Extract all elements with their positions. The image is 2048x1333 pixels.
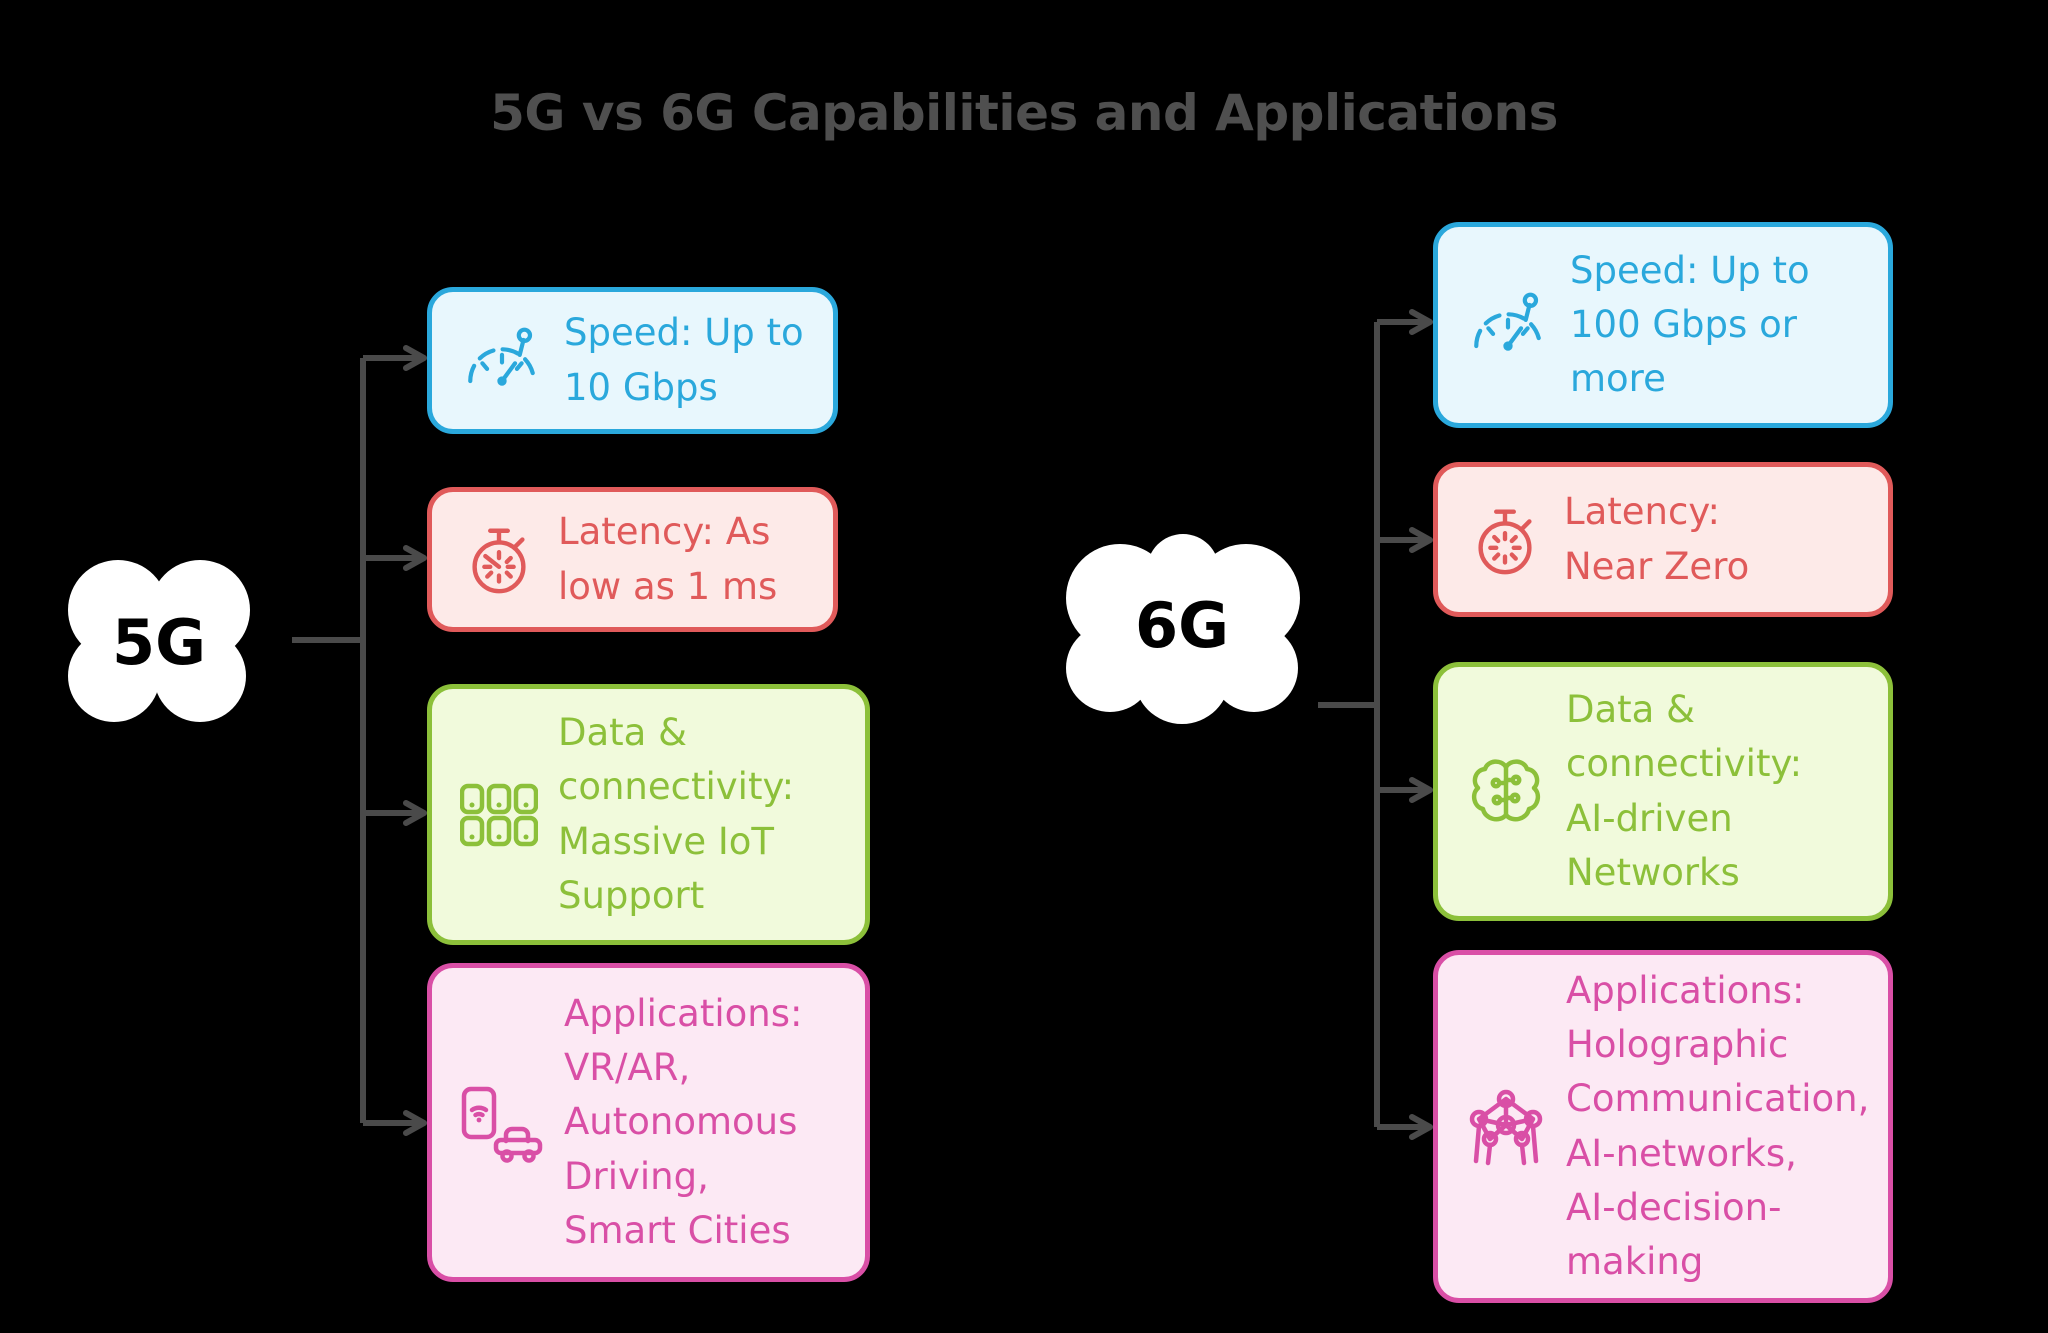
5g-applications-text: Applications: VR/AR, Autonomous Driving,… [564,992,803,1252]
6g-latency-text: Latency: Near Zero [1564,490,1750,588]
5g-cloud-shape [68,560,250,722]
5g-latency-card: Latency: As low as 1 ms [427,487,838,632]
6g-speed-text: Speed: Up to 100 Gbps or more [1570,248,1810,400]
stopwatch-icon [1478,509,1532,574]
6g-applications-text: Applications: Holographic Communication,… [1566,969,1870,1283]
timer-icon [472,528,526,593]
6g-cloud-label: 6G [1134,588,1230,662]
iot-devices-icon [460,783,538,846]
5g-latency-text: Latency: As low as 1 ms [558,510,778,608]
6g-applications-card: Applications: Holographic Communication,… [1433,950,1893,1303]
5g-cloud-node: 5G [48,546,270,738]
5g-speed-card: Speed: Up to 10 Gbps [427,287,838,434]
6g-speed-card: Speed: Up to 100 Gbps or more [1433,222,1893,428]
page-title: 5G vs 6G Capabilities and Applications [490,84,1558,142]
6g-cloud-node: 6G [1046,516,1318,734]
6g-latency-card: Latency: Near Zero [1433,462,1893,617]
6g-data-card: Data & connectivity: AI-driven Networks [1433,662,1893,921]
speedometer-icon [1474,292,1542,351]
6g-cloud-shape [1066,534,1300,724]
5g-speed-text: Speed: Up to 10 Gbps [564,311,804,409]
network-nodes-icon [1469,1089,1543,1165]
brain-icon [1471,758,1541,821]
5g-data-card: Data & connectivity: Massive IoT Support [427,684,870,945]
speedometer-icon [468,327,536,386]
6g-data-text: Data & connectivity: AI-driven Networks [1566,688,1803,894]
5g-cloud-label: 5G [111,605,207,679]
5g-applications-card: Applications: VR/AR, Autonomous Driving,… [427,963,870,1282]
phone-car-icon [461,1086,543,1163]
5g-data-text: Data & connectivity: Massive IoT Support [558,711,795,917]
